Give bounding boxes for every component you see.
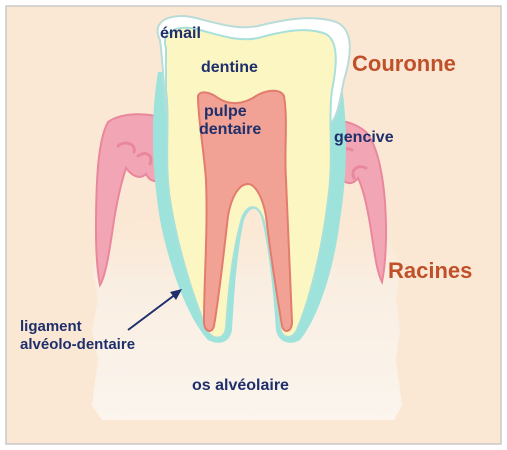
label-gencive: gencive (334, 129, 394, 146)
label-dentine: dentine (201, 59, 258, 76)
section-couronne: Couronne (352, 51, 456, 76)
label-ligament-line2: alvéolo-dentaire (20, 336, 135, 353)
label-pulpe-line2: dentaire (199, 121, 261, 138)
label-ligament-line1: ligament (20, 318, 82, 335)
section-racines: Racines (388, 258, 472, 283)
label-os: os alvéolaire (192, 377, 289, 394)
label-pulpe-line1: pulpe (204, 103, 247, 120)
label-email: émail (160, 25, 201, 42)
